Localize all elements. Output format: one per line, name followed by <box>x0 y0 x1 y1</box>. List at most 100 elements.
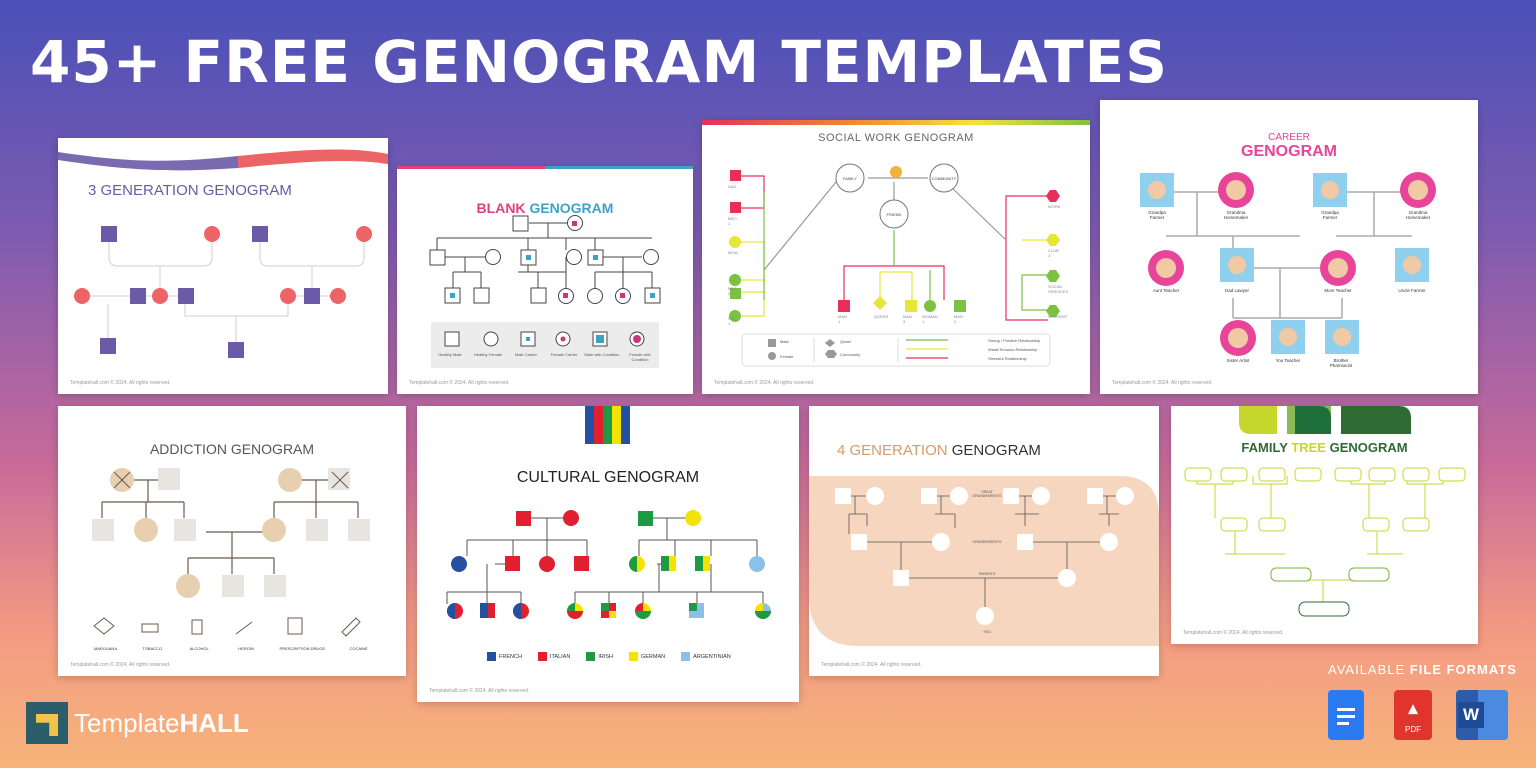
templatehall-logo[interactable]: TemplateHALL <box>26 702 249 744</box>
gen4-title: 4 GENERATION GENOGRAM <box>837 442 1159 459</box>
cultural-legend: FRENCH ITALIAN IRISH GERMAN ARGENTINIAN <box>487 652 731 661</box>
swatch-argentinian <box>681 652 691 661</box>
career-uncle: Uncle Farmer <box>1398 288 1426 293</box>
google-docs-icon[interactable] <box>1328 690 1364 740</box>
career-title-b: GENOGRAM <box>1241 143 1337 160</box>
legend-french-label: FRENCH <box>499 653 522 660</box>
legend-french: FRENCH <box>487 652 522 661</box>
career-you: You Teacher <box>1275 358 1301 363</box>
label-dad: DAD <box>728 184 737 189</box>
card-career-genogram[interactable]: CAREER GENOGRAM Grandpa Farmer Grandma H… <box>1100 100 1478 394</box>
doc-line-3 <box>1337 722 1349 725</box>
page-title: 45+ FREE GENOGRAM TEMPLATES <box>30 28 1169 96</box>
gen4-footer: Templatehall.com © 2024. All rights rese… <box>821 662 922 668</box>
label-worship: WORSHIP <box>1048 314 1068 319</box>
label-man1: MAN 1 <box>838 314 847 324</box>
legend-cocaine: COCAINE <box>349 646 368 651</box>
legend-male-carrier: Male Carrier <box>514 352 537 357</box>
legend-female: Female <box>780 354 794 359</box>
swatch-irish <box>586 652 596 661</box>
label-bro1: BRO 1 <box>728 216 737 226</box>
social-diagram <box>702 120 1090 367</box>
legend-alcohol: ALCOHOL <box>189 646 209 651</box>
card-blank-genogram[interactable]: BLANK GENOGRAM Healthy Male Healthy Fema… <box>397 166 693 394</box>
social-node-friend: FRIEND <box>886 212 902 217</box>
brand-name-b: HALL <box>179 707 249 738</box>
doc-line-2 <box>1337 715 1355 718</box>
legend-male: Male <box>780 339 789 344</box>
addiction-footer: Templatehall.com © 2024. All rights rese… <box>70 662 171 668</box>
label-woman1: WOMAN 1 <box>922 314 938 324</box>
card-family-tree-genogram[interactable]: FAMILY TREE GENOGRAM Templatehall.com © … <box>1171 406 1478 644</box>
legend-rel-stressful: Stressful Relationship <box>988 356 1027 361</box>
word-badge: W <box>1458 702 1484 728</box>
cultural-footer: Templatehall.com © 2024. All rights rese… <box>429 688 530 694</box>
legend-queer: Queer <box>840 339 852 344</box>
legend-female-carrier: Female Carrier <box>550 352 578 357</box>
social-title: SOCIAL WORK GENOGRAM <box>818 132 974 144</box>
word-icon[interactable]: W <box>1456 690 1508 740</box>
career-mom: Mom Teacher <box>1324 288 1352 293</box>
cultural-title: CULTURAL GENOGRAM <box>516 469 700 486</box>
label-social-services: SOCIAL SERVICES <box>1048 284 1069 294</box>
label-club1: CLUB 1 <box>1048 248 1059 258</box>
career-title-a: CAREER <box>1268 132 1310 143</box>
legend-italian-label: ITALIAN <box>549 653 571 660</box>
familytree-title: FAMILY TREE GENOGRAM <box>1171 440 1478 455</box>
card-social-work-genogram[interactable]: SOCIAL WORK GENOGRAM FAMILY COMMUNITY FR… <box>702 120 1090 394</box>
addiction-diagram <box>92 468 370 637</box>
label-man3: MAN 3 <box>903 314 912 324</box>
addiction-title: ADDICTION GENOGRAM <box>149 441 315 457</box>
legend-marijuana: MARIJUANA <box>93 646 117 651</box>
social-node-community: COMMUNITY <box>931 176 957 181</box>
social-node-family: FAMILY <box>843 176 857 181</box>
legend-heroin: HEROIN <box>238 646 254 651</box>
gen4-title-b: GENOGRAM <box>951 442 1041 459</box>
card-4-generation-genogram[interactable]: 4 GENERATION GENOGRAM GREAT GRANDPARENTS… <box>809 406 1159 676</box>
blank-diagram <box>397 166 693 368</box>
card-addiction-genogram[interactable]: ADDICTION GENOGRAM MARIJUANA TOBACCO ALC… <box>58 406 406 676</box>
gen4-label-grandparents: GRANDPARENTS <box>972 540 1002 544</box>
legend-healthy-female: Healthy Female <box>473 352 502 357</box>
label-mom: MOM <box>728 250 738 255</box>
swatch-italian <box>537 652 547 661</box>
career-grandpa-2: Grandpa Farmer <box>1321 210 1339 220</box>
legend-german-label: GERMAN <box>640 653 666 660</box>
gen3-footer: Templatehall.com © 2024. All rights rese… <box>70 380 171 386</box>
card-cultural-genogram[interactable]: CULTURAL GENOGRAM FRENCH ITALIAN IRISH G… <box>417 406 799 702</box>
google-docs-lines <box>1337 708 1355 725</box>
career-grandma-1: Grandma Homemaker <box>1223 210 1249 220</box>
gen4-title-a: 4 GENERATION <box>837 442 948 459</box>
blank-title-a: BLANK <box>476 200 526 216</box>
addiction-legend: MARIJUANA TOBACCO ALCOHOL HEROIN PRESCRI… <box>82 646 382 651</box>
familytree-footer: Templatehall.com © 2024. All rights rese… <box>1183 630 1284 636</box>
formats-label-b: FILE FORMATS <box>1409 662 1517 677</box>
label-work: WORK <box>1048 204 1061 209</box>
formats-label-a: AVAILABLE <box>1328 662 1406 677</box>
templatehall-logo-text: TemplateHALL <box>74 708 249 739</box>
swatch-french <box>487 652 496 661</box>
legend-irish-label: IRISH <box>598 653 613 660</box>
templatehall-logo-mark <box>26 702 68 744</box>
gen4-label-great-grandparents: GREAT GRANDPARENTS <box>972 490 1002 498</box>
label-queer: QUEER <box>874 314 889 319</box>
gen3-diagram <box>58 138 388 358</box>
card-3-generation-genogram[interactable]: 3 GENERATION GENOGRAM Templatehall.com ©… <box>58 138 388 394</box>
familytree-title-a: FAMILY <box>1241 440 1288 455</box>
career-dad: Dad Lawyer <box>1224 288 1249 293</box>
career-brother: Brother Pharmacist <box>1329 358 1353 368</box>
familytree-title-c: GENOGRAM <box>1329 440 1408 455</box>
legend-irish: IRISH <box>586 652 613 661</box>
familytree-diagram <box>1184 406 1466 617</box>
career-sister: Sister Artist <box>1226 358 1250 363</box>
legend-argentinian-label: ARGENTINIAN <box>693 653 731 660</box>
legend-prescription-drugs: PRESCRIPTION DRUGS <box>279 646 326 651</box>
legend-argentinian: ARGENTINIAN <box>681 652 731 661</box>
cultural-diagram <box>446 406 771 619</box>
legend-tobacco: TOBACCO <box>142 646 163 651</box>
gen4-label-you: YOU <box>983 630 991 634</box>
legend-german: GERMAN <box>628 652 666 661</box>
gen4-diagram <box>809 476 1159 646</box>
legend-rel-strong: Strong / Positive Relationship <box>988 338 1041 343</box>
pdf-icon[interactable]: ▴ PDF <box>1394 690 1432 740</box>
